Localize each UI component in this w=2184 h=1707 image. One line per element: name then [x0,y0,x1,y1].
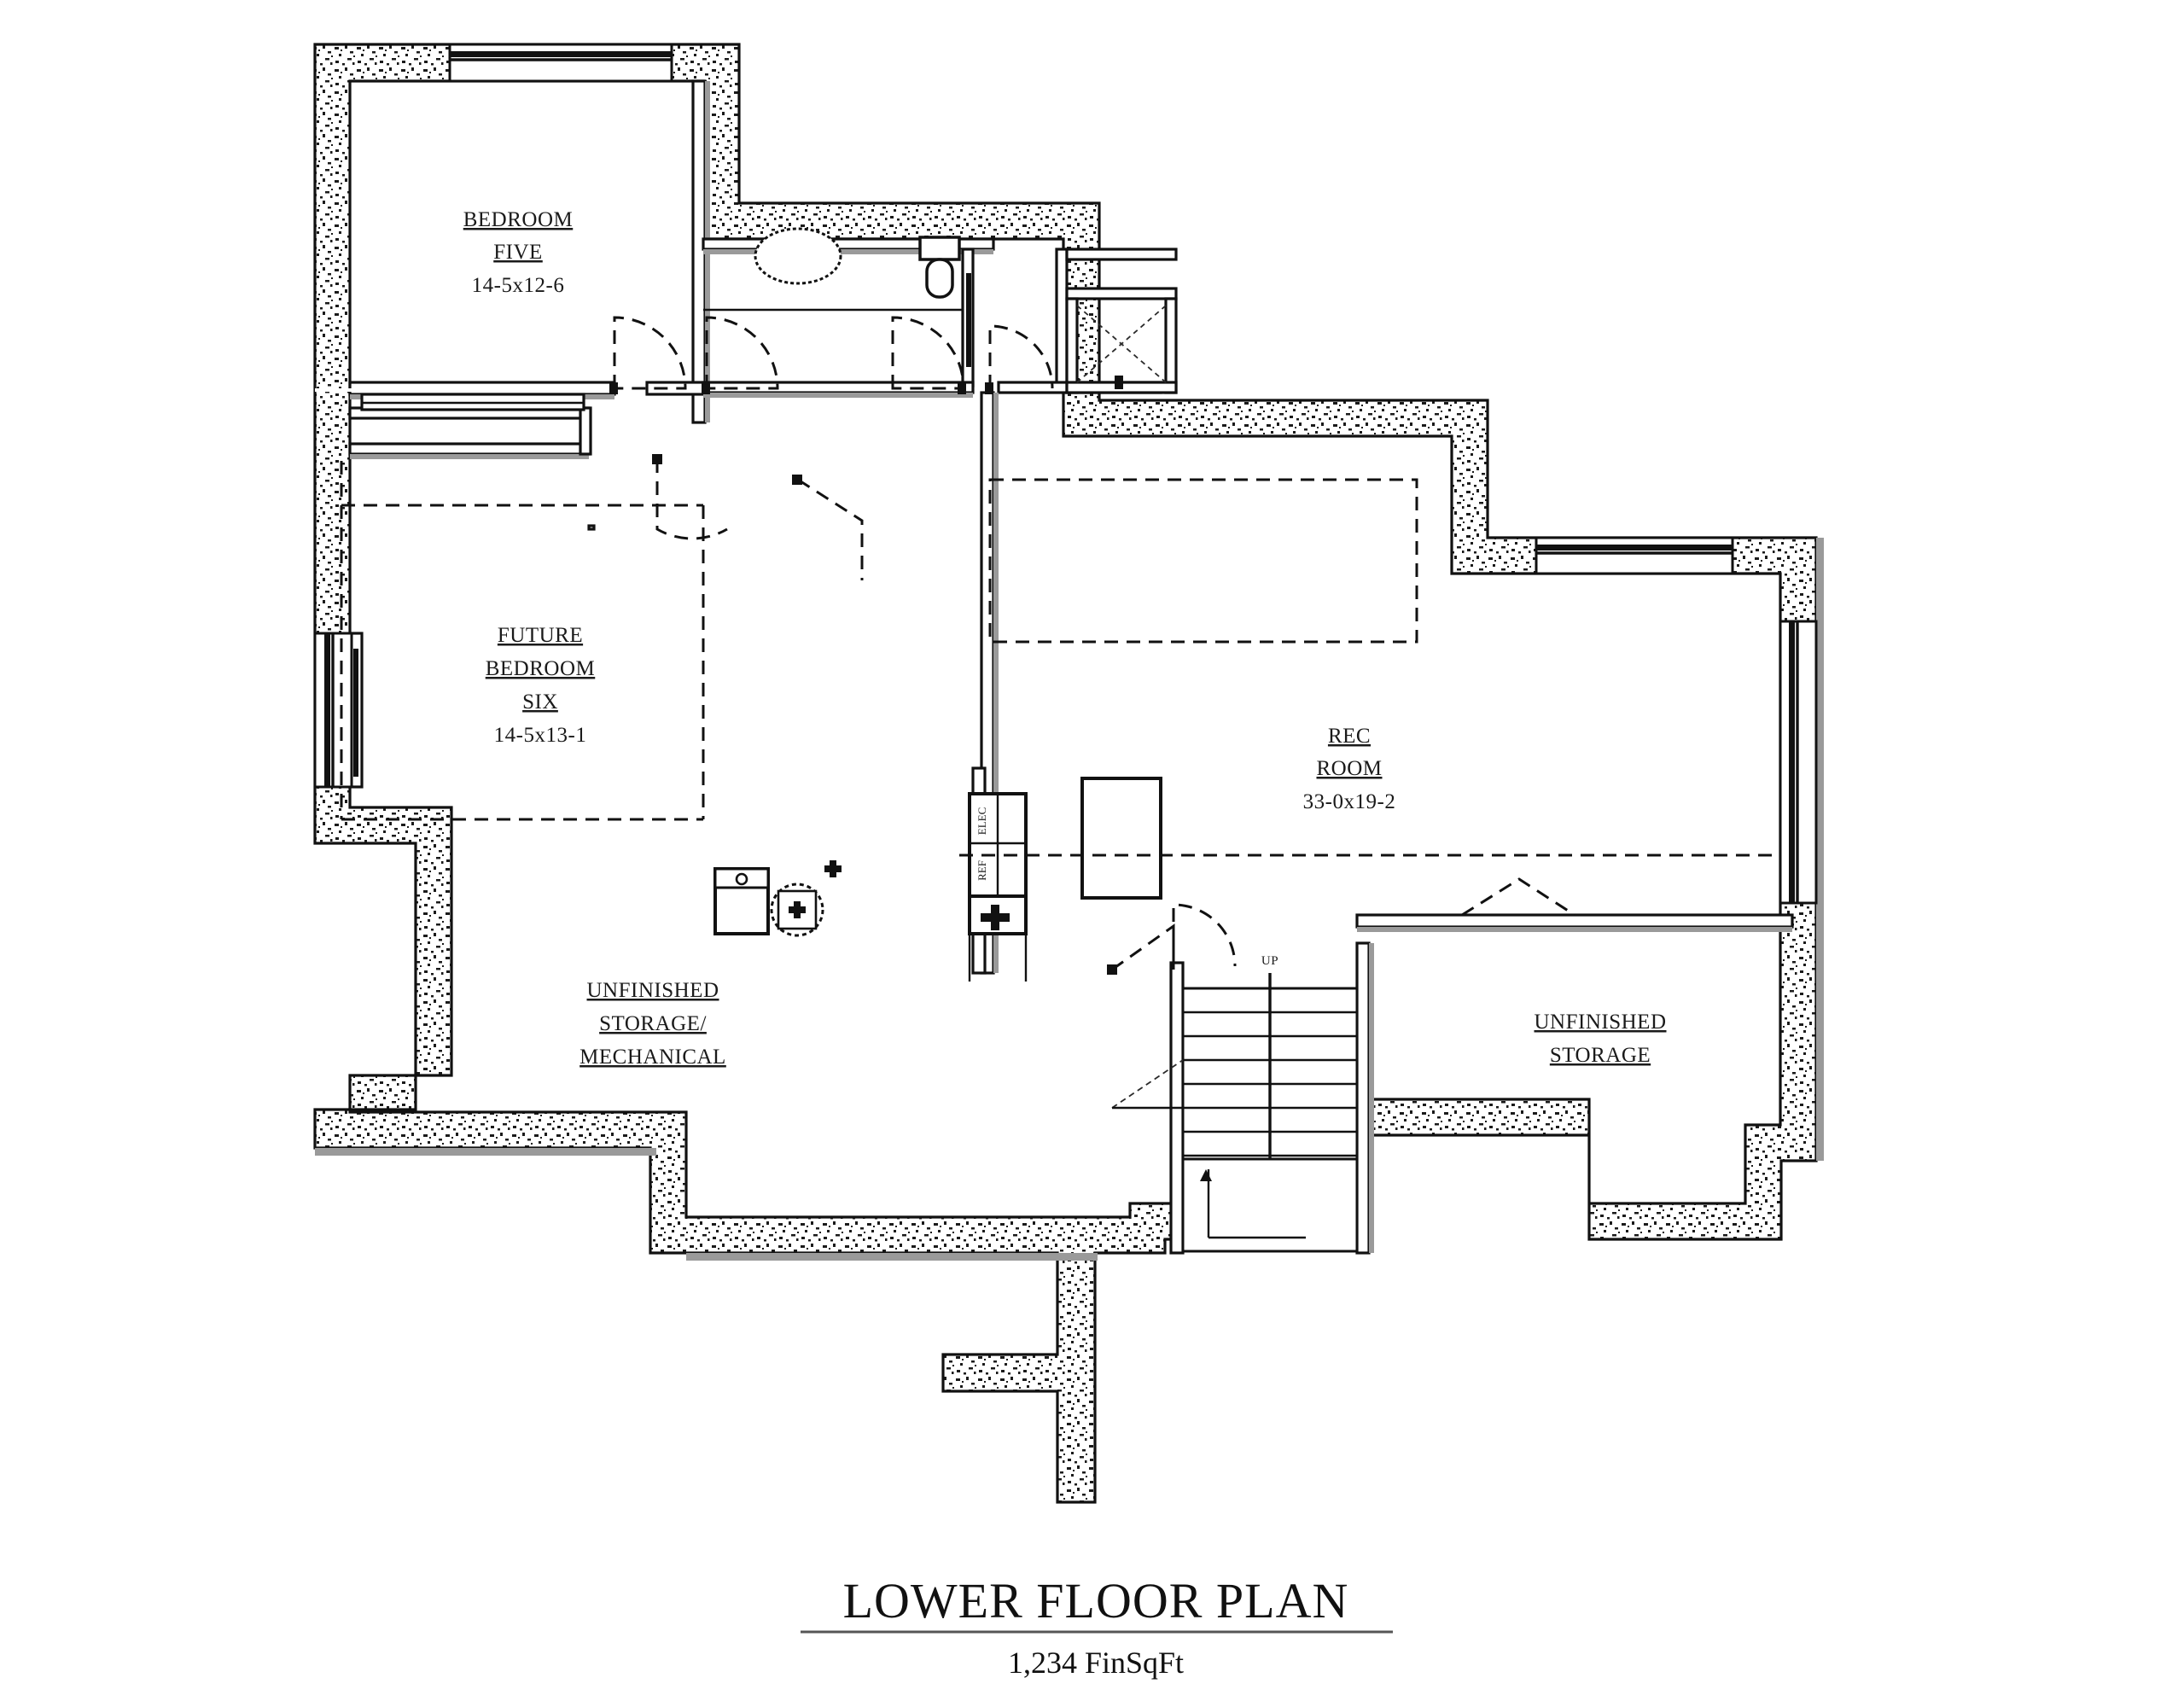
sheet-title-block: LOWER FLOOR PLAN 1,234 FinSqFt [801,1573,1393,1680]
rec-room-soffit [988,478,1418,644]
rec-room-name-line2: ROOM [1316,757,1382,780]
water-heater-icon [713,867,770,935]
window-bedroom-five-north [448,43,673,83]
future-bedroom-six-dimensions: 14-5x13-1 [494,724,587,747]
page-title: LOWER FLOOR PLAN [843,1573,1349,1628]
room-label-bedroom-five: BEDROOM FIVE 14-5x12-6 [463,208,574,297]
elec-panel-label: ELEC [976,807,988,836]
future-bedroom-six-name-line3: SIX [522,690,558,714]
door-mechanical [792,475,864,580]
window-west-lower [313,632,353,789]
bar-kitchenette: ELEC REF [968,792,1028,982]
furnace-icon [770,883,824,937]
window-hall-north [1101,203,1103,205]
window-bedroom-five-west [315,388,352,392]
door-storage-stairs [1172,903,1237,967]
bathroom-sink-icon [754,227,842,285]
unfinished-storage-name-line1: UNFINISHED [1535,1011,1667,1034]
room-label-unfinished-storage-mechanical: UNFINISHED STORAGE/ MECHANICAL [579,979,726,1069]
mechanical-equipment [713,860,842,937]
future-bedroom-six-name-line1: FUTURE [498,624,583,647]
bathroom-fixtures [754,227,1167,389]
future-bedroom-six-outline [340,461,705,821]
refrigerator-label: REF [976,860,988,881]
floor-drain-icon [824,860,842,877]
rec-room-column [1080,777,1162,900]
rec-room-name-line1: REC [1328,725,1371,748]
closet-doors-bedroom-five [360,393,585,411]
door-bathroom [985,324,1054,394]
doors [360,316,1575,975]
bedroom-five-name-line1: BEDROOM [463,208,574,231]
unfinished-storage-name-line2: STORAGE [1550,1044,1651,1067]
toilet-icon [918,236,961,299]
rec-room-dimensions: 33-0x19-2 [1303,790,1396,813]
room-label-future-bedroom-six: FUTURE BEDROOM SIX 14-5x13-1 [486,624,596,747]
storage-mechanical-name-line3: MECHANICAL [579,1046,726,1069]
door-rec-storage [1461,877,1575,917]
door-bedroom-five [609,316,687,394]
dashed-construction-lines [340,461,1780,857]
page-subtitle: 1,234 FinSqFt [1008,1646,1184,1680]
door-hall-b [891,316,966,394]
bedroom-five-dimensions: 14-5x12-6 [472,274,565,297]
windows [313,43,1818,905]
window-rec-north [1535,536,1734,575]
room-label-rec-room: REC ROOM 33-0x19-2 [1303,725,1396,813]
storage-mechanical-name-line1: UNFINISHED [587,979,719,1002]
window-rec-east [1779,620,1818,905]
storage-mechanical-name-line2: STORAGE/ [599,1012,707,1035]
bedroom-five-name-line2: FIVE [493,241,543,264]
exterior-foundation-walls [313,43,1824,1504]
door-future-bedroom [587,454,728,540]
shower-icon [1076,305,1167,389]
stair-up-label: UP [1261,954,1278,968]
door-storage-stairs-2 [1107,923,1175,975]
staircase: UP [1111,954,1359,1253]
room-label-unfinished-storage: UNFINISHED STORAGE [1535,1011,1667,1067]
door-hall-a [702,316,779,394]
future-bedroom-six-name-line2: BEDROOM [486,657,596,680]
